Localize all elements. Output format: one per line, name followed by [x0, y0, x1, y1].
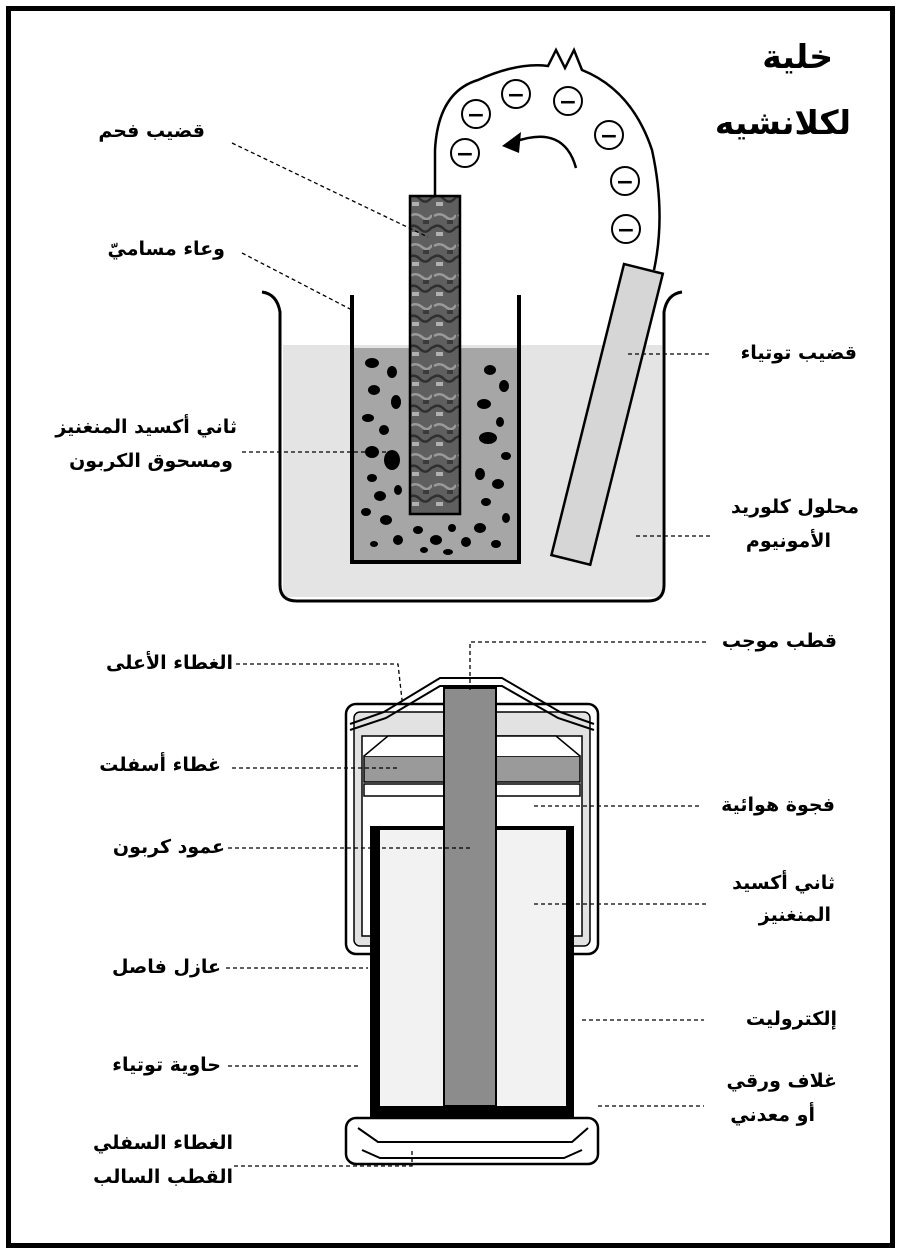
electron-flow-arrowhead	[502, 132, 521, 153]
electron-sign: −	[467, 103, 485, 128]
label-carbon-rod: قضيب فحم	[98, 120, 205, 142]
carbon-rod	[408, 194, 462, 516]
electron-flow-arrow	[513, 135, 578, 169]
label-porous-pot: وعاء مساميّ	[107, 238, 225, 260]
label-carbon-column: عمود كربون	[112, 836, 225, 858]
label-zinc-container: حاوية توتياء	[112, 1054, 221, 1076]
label-ammonium-chloride-line1: محلول كلوريد	[731, 496, 859, 518]
electron-sign: −	[616, 170, 634, 195]
label-separator: عازل فاصل	[111, 956, 221, 978]
label-mno2-carbon-line2: ومسحوق الكربون	[69, 450, 233, 472]
electron-sign: −	[507, 83, 525, 108]
glass-beaker	[261, 290, 683, 603]
zinc-rod	[549, 262, 665, 567]
label-positive-pole: قطب موجب	[721, 630, 837, 652]
leader-lines	[226, 142, 712, 1167]
leclanche-cell: − − − − − − −	[261, 46, 683, 603]
top-cap	[349, 677, 595, 725]
label-mno2-line1: ثاني أكسيد	[732, 872, 835, 894]
electron-sign: −	[559, 90, 577, 115]
label-electrolyte: إلكتروليت	[745, 1008, 837, 1030]
mixture-granules	[361, 358, 511, 555]
electron-sign: −	[617, 218, 635, 243]
label-negative-pole: القطب السالب	[93, 1166, 233, 1188]
electron-sign: −	[600, 124, 618, 149]
bottom-cover	[357, 1127, 589, 1143]
label-zinc-rod: قضيب توتياء	[740, 342, 857, 364]
label-bottom-cover: الغطاء السفلي	[93, 1132, 233, 1154]
label-mno2-carbon-line1: ثاني أكسيد المنغنيز	[55, 416, 237, 438]
label-top-cap: الغطاء الأعلى	[106, 652, 233, 674]
electron-sign: −	[456, 142, 474, 167]
carbon-column	[443, 687, 497, 1107]
label-asphalt-cover: غطاء أسفلت	[99, 754, 221, 776]
electrons	[450, 79, 641, 244]
dry-cell	[344, 677, 600, 1166]
diagram-title-line1: خلية	[762, 37, 833, 76]
label-jacket-line2: أو معدني	[730, 1104, 815, 1126]
label-air-gap: فجوة هوائية	[721, 794, 835, 816]
diagram-title-line2: لكلانشيه	[714, 103, 851, 142]
porous-pot	[350, 295, 521, 564]
label-ammonium-chloride-line2: الأمونيوم	[745, 530, 831, 552]
label-jacket-line1: غلاف ورقي	[726, 1070, 837, 1092]
external-wire	[433, 46, 661, 271]
label-mno2-line2: المنغنيز	[758, 904, 831, 926]
